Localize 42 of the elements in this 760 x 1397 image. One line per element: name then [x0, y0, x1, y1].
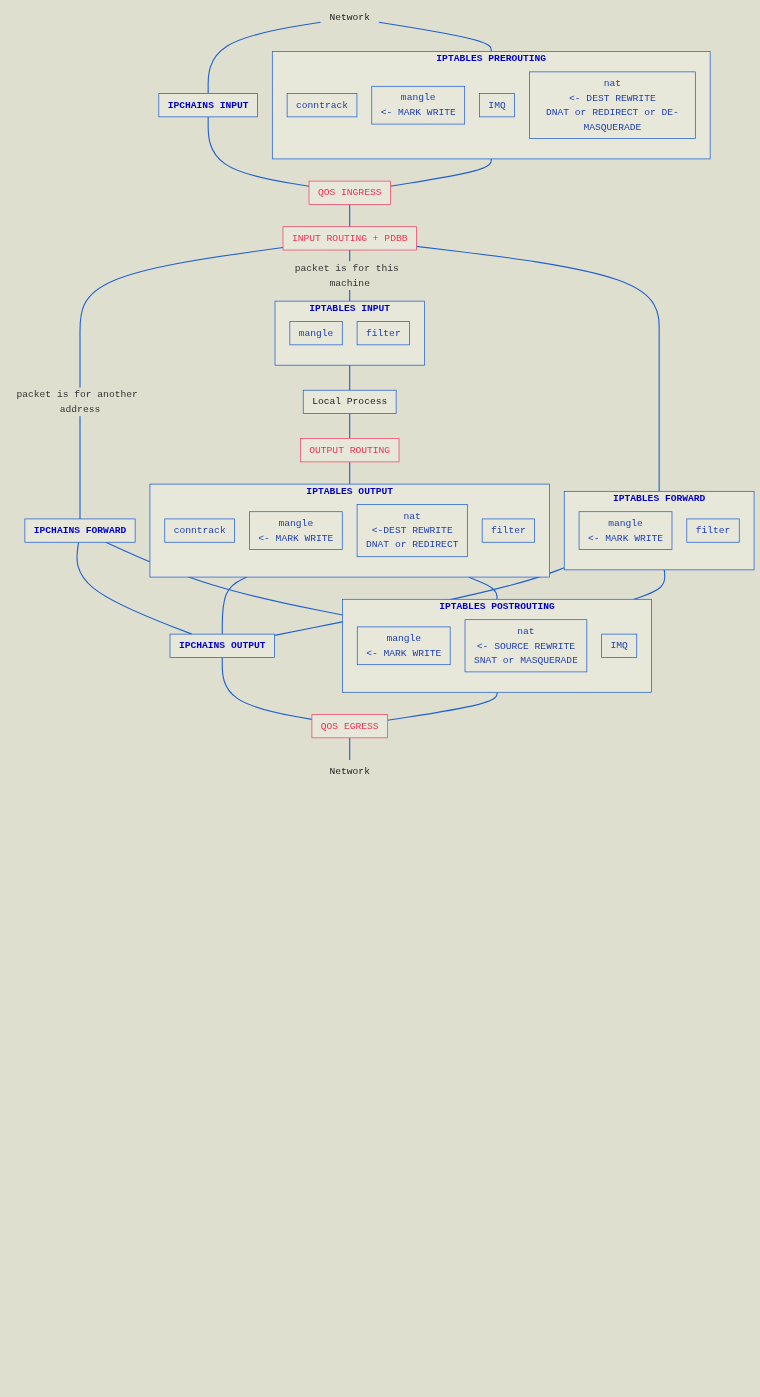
node-box: mangle <- MARK WRITE [249, 511, 343, 550]
node-box: IMQ [479, 93, 515, 118]
node-box: IPCHAINS FORWARD [24, 518, 136, 543]
connector [389, 158, 492, 187]
node-text: Network [329, 765, 370, 778]
connector [349, 461, 351, 485]
connector [415, 245, 660, 492]
connector [349, 203, 351, 228]
connector [349, 737, 351, 761]
connector [386, 691, 498, 721]
node-box: mangle <- MARK WRITE [371, 85, 465, 125]
node-box: conntrack [164, 518, 235, 543]
node-box: QOS INGRESS [308, 180, 391, 205]
connector [207, 116, 310, 187]
node-box: IPCHAINS OUTPUT [169, 633, 275, 658]
node-box: nat <-DEST REWRITE DNAT or REDIRECT [356, 504, 468, 558]
connector [633, 569, 666, 600]
node-box: nat <- DEST REWRITE DNAT or REDIRECT or DE-MASQUERADE [529, 71, 696, 139]
connector [349, 364, 351, 391]
node-box: IMQ [601, 633, 638, 658]
connector [349, 413, 351, 440]
node-box: mangle [289, 321, 343, 346]
node-box: filter [686, 518, 740, 543]
node-box: Local Process [302, 389, 397, 414]
edge-label: packet is for another address [16, 388, 138, 415]
connector [79, 247, 284, 520]
node-box: mangle <- MARK WRITE [578, 511, 673, 550]
node-box: QOS EGRESS [311, 714, 388, 739]
node-box: nat <- SOURCE REWRITE SNAT or MASQUERADE [464, 619, 588, 673]
connector [207, 21, 322, 95]
node-box: IPCHAINS INPUT [158, 93, 258, 118]
node-box: OUTPUT ROUTING [300, 438, 400, 463]
node-box: filter [356, 321, 410, 346]
node-text: Network [329, 11, 370, 23]
node-box: filter [481, 518, 535, 543]
connector [221, 656, 313, 720]
connector [378, 21, 492, 53]
node-box: mangle <- MARK WRITE [356, 626, 451, 666]
node-box: conntrack [286, 93, 358, 118]
connector [76, 541, 193, 635]
node-box: INPUT ROUTING + PDBB [282, 226, 417, 251]
edge-label: packet is for this machine [294, 262, 399, 289]
